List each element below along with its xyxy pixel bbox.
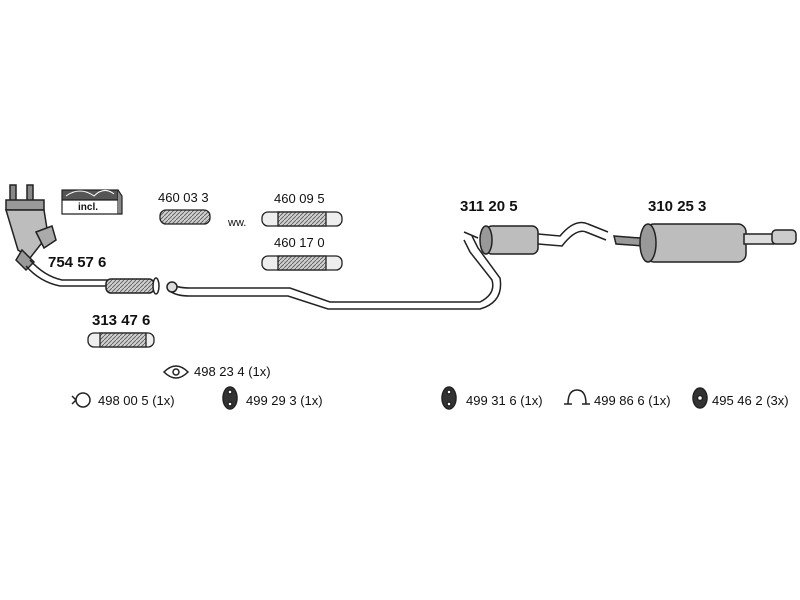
label-incl: incl. bbox=[78, 202, 99, 213]
clamp-icon-498005 bbox=[71, 392, 91, 408]
rear-silencer-310253 bbox=[613, 223, 797, 263]
middle-pipe-311205 bbox=[166, 235, 502, 310]
part-499293: 499 29 3 (1x) bbox=[246, 393, 323, 408]
label-460095: 460 09 5 bbox=[274, 191, 325, 206]
catalytic-converter bbox=[4, 184, 57, 272]
flex-pipe-460033 bbox=[159, 209, 211, 225]
label-754576: 754 57 6 bbox=[48, 254, 107, 271]
part-498234: 498 23 4 (1x) bbox=[194, 364, 271, 379]
part-498005: 498 00 5 (1x) bbox=[98, 393, 175, 408]
rubber-mount-icon-499293 bbox=[222, 386, 238, 410]
label-313476: 313 47 6 bbox=[92, 312, 151, 329]
rubber-mount-icon-499316 bbox=[441, 386, 457, 410]
flex-pipe-460095 bbox=[261, 211, 343, 227]
label-311205: 311 20 5 bbox=[460, 198, 518, 215]
part-499316: 499 31 6 (1x) bbox=[466, 393, 543, 408]
label-460170: 460 17 0 bbox=[274, 235, 325, 250]
flex-pipe-313476 bbox=[87, 332, 155, 348]
label-460033: 460 03 3 bbox=[158, 190, 209, 205]
label-310253: 310 25 3 bbox=[648, 198, 707, 215]
part-499866: 499 86 6 (1x) bbox=[594, 393, 671, 408]
middle-silencer bbox=[463, 221, 609, 255]
rubber-ring-icon-495462 bbox=[692, 387, 708, 409]
label-ww: ww. bbox=[228, 217, 247, 229]
included-kit-icon bbox=[61, 189, 123, 215]
gasket-icon-498234 bbox=[162, 365, 190, 379]
part-495462: 495 46 2 (3x) bbox=[712, 393, 789, 408]
front-pipe-754576 bbox=[25, 259, 160, 295]
flex-pipe-460170 bbox=[261, 255, 343, 271]
clamp-icon-499866 bbox=[564, 389, 590, 405]
